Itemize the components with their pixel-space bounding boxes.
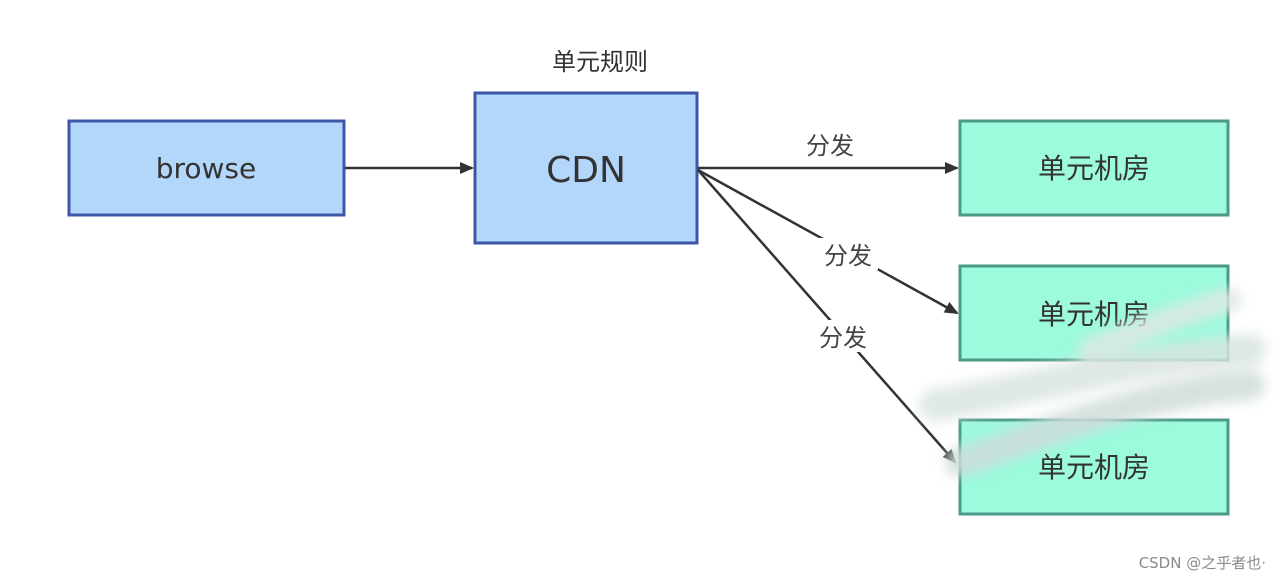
edge-label-dispatch-1: 分发 — [806, 132, 854, 160]
edge-label-dispatch-3: 分发 — [819, 324, 867, 352]
browse-node-label: browse — [156, 152, 257, 185]
edge-cdn-to-room-3 — [697, 169, 957, 464]
blurred-scribble-overlay — [919, 288, 1266, 477]
cdn-node: CDN — [473, 91, 699, 245]
unit-room-node-3-label: 单元机房 — [1038, 451, 1150, 484]
browse-node: browse — [67, 119, 346, 217]
edge-label-dispatch-2: 分发 — [824, 242, 872, 270]
unit-rule-label: 单元规则 — [552, 48, 648, 76]
unit-room-node-1-label: 单元机房 — [1038, 152, 1150, 185]
watermark-text: CSDN @之乎者也· — [1138, 554, 1266, 572]
cdn-node-label: CDN — [546, 150, 626, 191]
unit-room-node-1: 单元机房 — [958, 119, 1230, 217]
